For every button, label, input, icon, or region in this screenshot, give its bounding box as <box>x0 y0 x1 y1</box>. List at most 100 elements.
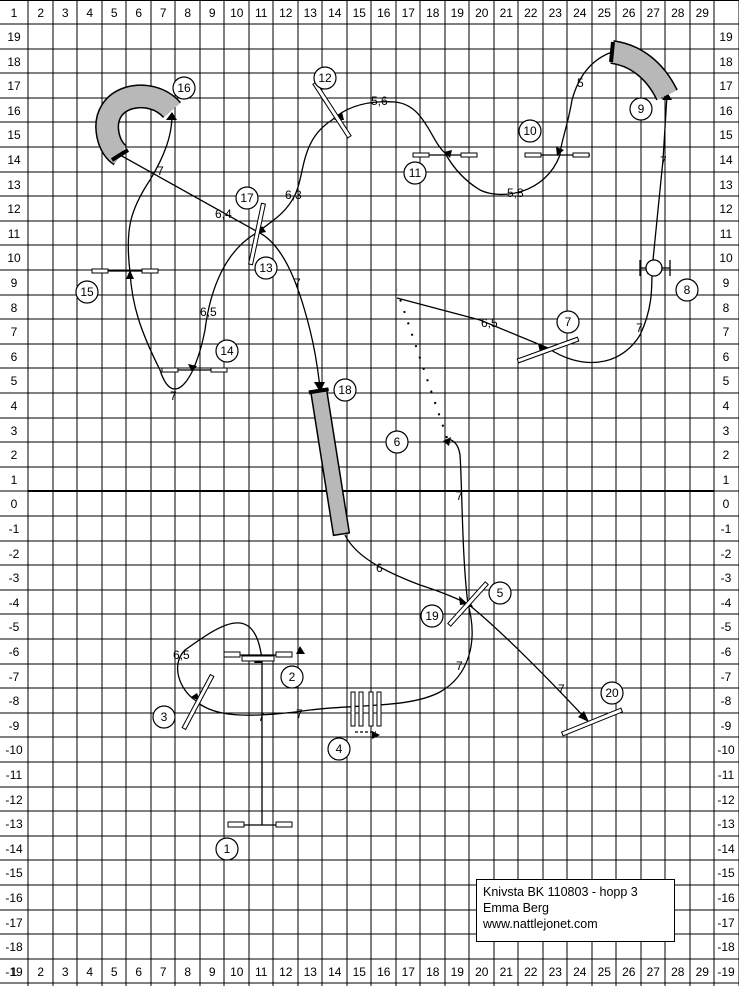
column-label: 22 <box>524 6 538 20</box>
distance-label: 7 <box>660 154 667 168</box>
obstacle-number-8: 8 <box>675 278 699 302</box>
info-author: Emma Berg <box>483 901 549 915</box>
distance-label: 6,3 <box>285 188 302 202</box>
row-label: -12 <box>5 793 23 807</box>
info-box: Knivsta BK 110803 - hopp 3 Emma Berg www… <box>476 879 675 942</box>
column-label: 6 <box>135 6 142 20</box>
obstacle-number-6: 6 <box>385 430 409 454</box>
row-label: -8 <box>9 694 20 708</box>
marker-number: 17 <box>240 191 254 205</box>
jump-5 <box>447 581 489 627</box>
column-label: 20 <box>475 6 489 20</box>
row-label: 9 <box>11 276 18 290</box>
row-label: -3 <box>721 571 732 585</box>
row-label: -15 <box>5 866 23 880</box>
marker-circle <box>600 681 624 705</box>
row-label: -17 <box>717 916 735 930</box>
obstacle-number-9: 9 <box>629 97 653 121</box>
jump-13 <box>248 202 266 266</box>
row-label: 15 <box>719 128 733 142</box>
row-label: 13 <box>719 178 733 192</box>
column-label: 15 <box>353 965 367 979</box>
column-label: 29 <box>696 965 710 979</box>
row-label: 14 <box>719 153 733 167</box>
obstacle-number-4: 4 <box>327 737 351 761</box>
row-label: -11 <box>6 768 23 782</box>
column-label: 21 <box>500 6 514 20</box>
column-label: 16 <box>377 6 391 20</box>
marker-number: 11 <box>409 166 422 180</box>
row-label: 7 <box>723 325 730 339</box>
distance-label: 7 <box>296 707 303 721</box>
marker-circle <box>215 339 239 363</box>
row-label: 4 <box>11 399 18 413</box>
obstacle-number-15: 15 <box>75 280 99 304</box>
marker-circle <box>327 737 351 761</box>
tunnel-18 <box>308 387 351 537</box>
row-label: -15 <box>717 866 735 880</box>
column-label: 27 <box>647 6 661 20</box>
column-label: 4 <box>86 6 93 20</box>
column-label: 3 <box>62 965 69 979</box>
row-label: -17 <box>5 916 23 930</box>
row-label: 12 <box>7 202 21 216</box>
jump-20 <box>560 707 624 737</box>
column-label: 17 <box>402 965 416 979</box>
marker-number: 20 <box>605 686 619 700</box>
obstacle-number-5: 5 <box>488 581 512 605</box>
row-label: -2 <box>9 547 20 561</box>
row-label: 16 <box>719 104 733 118</box>
row-label: -5 <box>721 620 732 634</box>
row-label: -14 <box>5 842 23 856</box>
column-label: 28 <box>671 965 685 979</box>
column-label: 9 <box>209 6 216 20</box>
row-label: 17 <box>7 79 21 93</box>
marker-circle <box>556 310 580 334</box>
row-label: 3 <box>11 424 18 438</box>
marker-circle <box>235 186 259 210</box>
marker-circle <box>518 119 542 143</box>
jump-2 <box>223 651 293 662</box>
marker-number: 15 <box>80 285 94 299</box>
row-label: 2 <box>11 448 18 462</box>
marker-circle <box>333 378 357 402</box>
column-label: 21 <box>500 965 514 979</box>
column-label: 5 <box>111 965 118 979</box>
row-label: -8 <box>721 694 732 708</box>
tyre-8 <box>639 259 671 277</box>
jump-obstacles <box>91 81 671 828</box>
row-label: 5 <box>11 374 18 388</box>
row-label: 18 <box>719 55 733 69</box>
row-label: -11 <box>718 768 735 782</box>
column-label: 14 <box>328 6 342 20</box>
marker-circle <box>385 430 409 454</box>
column-label: 26 <box>622 6 636 20</box>
column-label: 1 <box>11 6 18 20</box>
row-label: -9 <box>9 719 20 733</box>
marker-number: 13 <box>259 261 273 275</box>
jump-7 <box>516 336 580 364</box>
obstacle-number-10: 10 <box>518 119 542 143</box>
column-label: 25 <box>598 6 612 20</box>
marker-number: 18 <box>338 383 352 397</box>
marker-circle <box>280 665 304 689</box>
row-label: 16 <box>7 104 21 118</box>
marker-number: 4 <box>336 742 343 756</box>
distance-label: 6 <box>376 561 383 575</box>
column-label: 20 <box>475 965 489 979</box>
info-title: Knivsta BK 110803 - hopp 3 <box>483 885 638 899</box>
jump-15 <box>91 268 159 274</box>
row-label: 12 <box>719 202 733 216</box>
obstacle-number-11: 11 <box>403 161 427 185</box>
column-label: 5 <box>111 6 118 20</box>
column-label: 11 <box>255 965 268 979</box>
row-label: 5 <box>723 374 730 388</box>
obstacle-number-13: 13 <box>254 256 278 280</box>
row-label: -9 <box>721 719 732 733</box>
marker-circle <box>152 705 176 729</box>
jump-12 <box>312 81 352 139</box>
row-label: -19 <box>717 965 735 979</box>
row-label: 0 <box>723 497 730 511</box>
column-label: 4 <box>86 965 93 979</box>
